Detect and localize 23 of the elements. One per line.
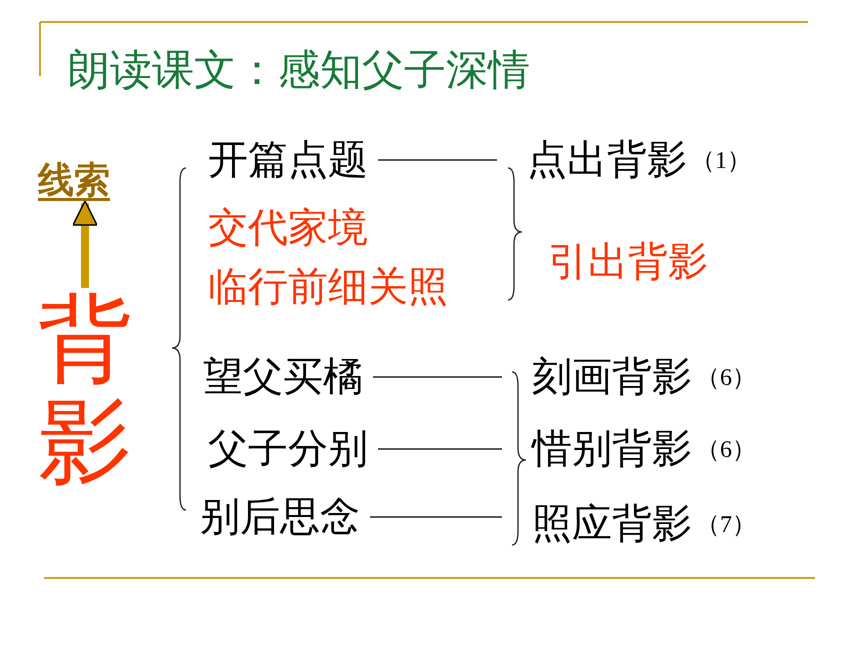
node-text: 别后思念 [200,494,360,540]
node-text: 照应背影 [532,501,692,547]
title: 朗读课文：感知父子深情 [68,44,530,96]
node-text: 刻画背影 [532,354,692,400]
node-text: 临行前细关照 [208,264,448,310]
node-text: 开篇点题 [208,137,368,183]
note-number: （6） [696,364,756,393]
node-text: 父子分别 [208,426,368,472]
connector-line [373,376,502,378]
connector-line [378,159,497,161]
node-text: 交代家境 [208,205,368,251]
vertical-heading: 背影 [38,288,132,495]
connector-line [378,448,502,450]
note-number: （1） [691,147,751,176]
node-text: 望父买橘 [203,354,363,400]
node-text: 点出背影 [527,137,687,183]
note-number: （6） [696,436,756,465]
node-text: 惜别背影 [532,426,692,472]
note-number: （7） [696,511,756,540]
connector-line [370,516,502,518]
arrow [72,200,98,288]
node-text: 线索 [38,160,110,202]
node-text: 引出背影 [548,239,708,285]
